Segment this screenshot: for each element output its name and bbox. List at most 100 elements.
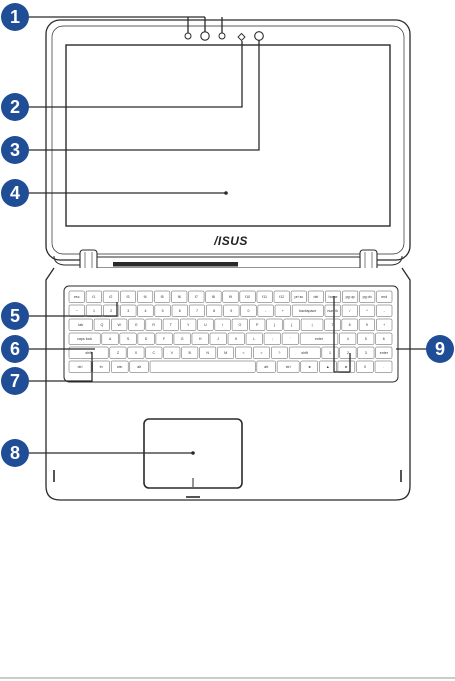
keyboard-key: E — [128, 318, 145, 331]
ambient-light-sensor — [254, 31, 264, 41]
keyboard-key-label: f11 — [262, 295, 267, 299]
keyboard-key-label: alt — [264, 365, 268, 369]
keyboard-key: W — [111, 318, 128, 331]
keyboard-key: ' — [281, 332, 299, 345]
keyboard-key: C — [145, 346, 163, 359]
keyboard-key-label: ▲ — [326, 365, 330, 369]
hinge — [53, 249, 403, 276]
keyboard-key: 3 — [120, 304, 137, 317]
keyboard-key-label: N — [206, 351, 209, 355]
keyboard-key: ctrl — [276, 360, 300, 373]
keyboard-key: alt — [129, 360, 149, 373]
keyboard-key-label: 3 — [365, 351, 367, 355]
keyboard-key-label: U — [204, 323, 207, 327]
keyboard-key-label: fn — [100, 365, 103, 369]
keyboard-key-label: enter — [315, 337, 324, 341]
keyboard-key: f1 — [85, 290, 102, 303]
keyboard-key: P — [249, 318, 266, 331]
keyboard-key: pg up — [342, 290, 359, 303]
keyboard-key-label: J — [217, 337, 219, 341]
keyboard-key: 4 — [339, 332, 357, 345]
keyboard-key: enter — [299, 332, 339, 345]
keyboard-key: shift — [288, 346, 321, 359]
keyboard-key-label: tab — [78, 323, 83, 327]
keyboard-key: F — [155, 332, 173, 345]
keyboard-key-label: 5 — [365, 337, 367, 341]
camera-indicator — [237, 32, 246, 42]
numpad-bracket — [333, 296, 351, 373]
keyboard-key-label: Z — [117, 351, 120, 355]
keyboard-key: f12 — [273, 290, 290, 303]
keyboard-key: L — [245, 332, 263, 345]
keyboard-key: G — [173, 332, 191, 345]
keyboard-key-label: del — [314, 295, 319, 299]
keyboard-key-label: + — [383, 323, 385, 327]
callout-9-label: 9 — [435, 339, 445, 359]
display-panel — [65, 44, 391, 227]
laptop-lid: /ISUS — [45, 19, 411, 261]
keyboard-key: < — [235, 346, 252, 359]
keyboard-key: caps lock — [68, 332, 101, 345]
lid-inner-bezel — [51, 25, 405, 255]
keyboard-key-label: num lk — [327, 309, 338, 313]
keyboard-key-label: 6 — [179, 309, 181, 313]
keyboard-key: f10 — [239, 290, 256, 303]
keyboard-key: pg dn — [359, 290, 376, 303]
keyboard-key: f5 — [154, 290, 171, 303]
keyboard-key: N — [199, 346, 217, 359]
callout-line-5 — [26, 302, 118, 317]
keyboard-key: T — [162, 318, 179, 331]
keyboard-key: ◄ — [300, 360, 318, 373]
callout-4-label: 4 — [10, 183, 20, 203]
keyboard-key-label: C — [153, 351, 156, 355]
keyboard-key-label: ctrl — [286, 365, 291, 369]
keyboard-key-label: B — [189, 351, 192, 355]
keyboard-key — [149, 360, 256, 373]
keyboard-key-label: f2 — [109, 295, 112, 299]
keyboard-key-label: O — [239, 323, 242, 327]
keyboard-key: Y — [180, 318, 197, 331]
keyboard-key-label: 8 — [213, 309, 215, 313]
keyboard-key-label: R — [152, 323, 155, 327]
keyboard-key: ► — [337, 360, 356, 373]
keyboard-key: 5 — [357, 332, 375, 345]
keyboard-key-label: L — [253, 337, 255, 341]
keyboard-key: ; — [263, 332, 281, 345]
keyboard-key-label: H — [199, 337, 202, 341]
callout-3-label: 3 — [10, 140, 20, 160]
keyboard-key: ? — [271, 346, 288, 359]
keyboard-key-label: M — [224, 351, 227, 355]
keyboard-key: 8 — [341, 318, 358, 331]
keyboard-key-label: D — [145, 337, 148, 341]
keyboard-key: f6 — [171, 290, 188, 303]
keyboard-key: - — [376, 304, 393, 317]
keyboard-key: 6 — [375, 332, 393, 345]
keyboard-key-label: f8 — [212, 295, 215, 299]
keyboard-key: f11 — [256, 290, 273, 303]
keyboard-key-label: } — [291, 323, 293, 327]
keyboard-key: fn — [92, 360, 110, 373]
keyboard-key: K — [227, 332, 245, 345]
keyboard-key-label: f10 — [245, 295, 250, 299]
keyboard-key-label: - — [265, 309, 267, 313]
callout-line-1 — [26, 16, 223, 33]
keyboard-key: D — [137, 332, 155, 345]
keyboard-key: end — [376, 290, 393, 303]
keyboard-key-label: ► — [345, 365, 349, 369]
keyboard-key: { — [266, 318, 283, 331]
keyboard-key: 6 — [171, 304, 188, 317]
callout-1-label: 1 — [10, 7, 20, 27]
keyboard-key-label: 2 — [347, 351, 349, 355]
keyboard-key-label: G — [181, 337, 184, 341]
keyboard-key-label: Y — [187, 323, 190, 327]
keyboard-key-label: shift — [301, 351, 308, 355]
callout-9: 9 — [426, 335, 454, 363]
keyboard-key: tab — [68, 318, 93, 331]
keyboard-key: f3 — [120, 290, 136, 303]
keyboard-key: S — [119, 332, 137, 345]
keyboard-key: del — [307, 290, 324, 303]
keyboard-key: backspace — [291, 304, 324, 317]
callout-7: 7 — [1, 367, 29, 395]
